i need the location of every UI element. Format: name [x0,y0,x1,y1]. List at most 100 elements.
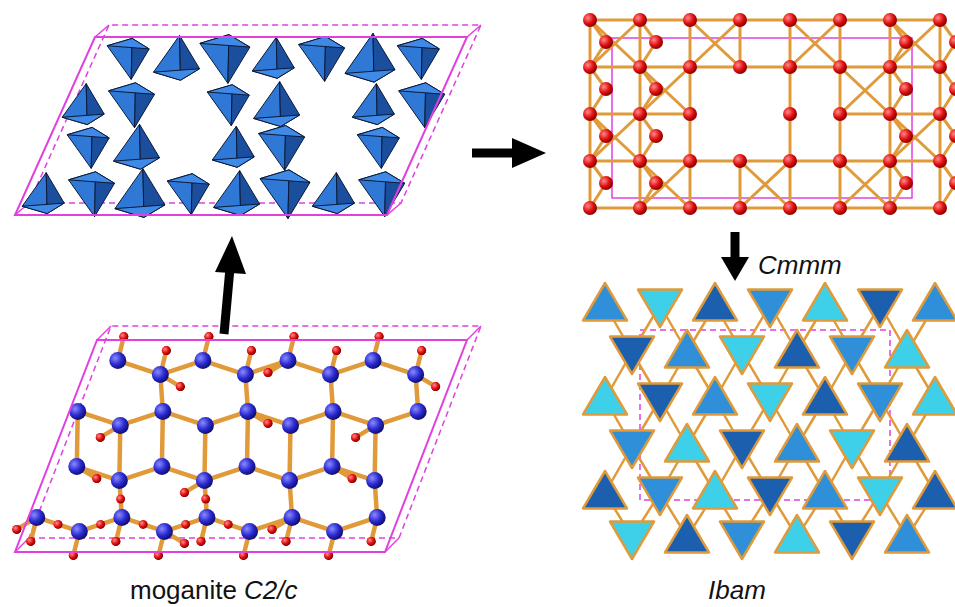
bond-stick [589,67,592,114]
bond-stick [590,66,640,69]
oxygen-atom [92,474,101,483]
oxygen-atom [949,82,955,96]
bond-stick [739,20,742,67]
oxygen-atom [633,60,647,74]
silicon-atom [194,352,211,369]
si-tetrahedron [214,171,260,216]
bond-stick [890,160,940,163]
oxygen-atom [180,488,189,497]
oxygen-atom [282,537,291,546]
si-tetrahedron [62,84,104,125]
si-tetrahedron [748,290,792,327]
si-tetrahedron [665,330,709,367]
tetrahedra-model [15,25,481,219]
si-tetrahedron [345,33,395,82]
bond-stick [640,66,690,69]
bond-stick [689,67,692,114]
oxygen-atom [883,154,897,168]
bond-stick [689,161,692,208]
space-group-label: Ibam [708,575,766,605]
oxygen-atom [417,346,426,355]
tetrahedron-face [299,37,345,49]
si-tetrahedron [775,515,819,552]
bond-stick [640,67,690,114]
bond-stick [790,20,840,67]
bond-stick [890,113,940,116]
si-tetrahedron [913,377,955,414]
si-tetrahedron [200,35,250,84]
oxygen-atom [26,537,35,546]
silicon-atom [239,403,256,420]
tetrahedron-face [260,170,310,183]
si-tetrahedron [638,384,682,421]
oxygen-atom [176,382,185,391]
si-tetrahedron [22,173,64,214]
silicon-atom [365,352,382,369]
silicon-atom [154,403,171,420]
silicon-atom [196,472,213,489]
oxygen-atom [268,525,277,534]
oxygen-atom [949,176,955,190]
unit-cell-edge [95,25,109,37]
oxygen-atom [348,474,357,483]
si-tetrahedron [583,377,627,414]
si-tetrahedron [775,424,819,461]
silicon-atom [237,366,254,383]
si-tetrahedron [583,283,627,320]
tetrahedron-face [352,114,394,125]
oxygen-atom [833,13,847,27]
silicon-atom [326,523,343,540]
structure-name: moganite [130,575,237,605]
si-tetrahedron [399,83,445,128]
bond-stick [839,67,842,114]
bond-stick [640,19,690,22]
si-tetrahedron [858,290,902,327]
unit-cell [640,330,890,500]
bond-stick [590,20,640,67]
bond-stick [590,160,640,163]
silicon-atom [197,417,214,434]
oxygen-atom [949,35,955,49]
oxygen-atom [196,537,205,546]
si-tetrahedron [803,471,847,508]
bond-stick [890,114,940,161]
oxygen-atom [899,176,913,190]
oxygen-atom [12,525,21,534]
bond-stick [639,20,642,67]
si-tetrahedron [67,127,109,168]
bond-stick [590,114,640,161]
oxygen-atom [683,201,697,215]
bond-stick [590,207,640,210]
space-group-label: Cmmm [758,250,842,280]
tetrahedron-face [114,158,160,170]
arrow-shaft [224,268,230,334]
silicon-atom [241,523,258,540]
si-tetrahedron [154,35,200,80]
tetrahedron-face [67,127,109,138]
si-tetrahedron [665,515,709,552]
oxygen-atom [833,154,847,168]
oxygen-atom [180,539,189,548]
oxygen-atom [949,129,955,143]
si-tetrahedron [720,431,764,468]
oxygen-atom [247,346,256,355]
bond-stick [689,114,692,161]
oxygen-atom [583,107,597,121]
bond-stick [840,161,890,208]
bond-stick [790,66,840,69]
bond-stick [740,160,790,163]
unit-cell [612,38,912,198]
oxygen-atom [633,107,647,121]
oxygen-sublattice-model [583,13,955,215]
bond-stick [840,19,890,22]
bond-stick [889,114,892,161]
oxygen-atom [733,13,747,27]
arrow-shaft [731,232,740,260]
oxygen-atom [111,537,120,546]
tetrahedron-face [69,172,115,184]
bond-stick [939,114,942,161]
oxygen-atom [583,60,597,74]
bond-stick [590,113,640,116]
bond-stick [840,67,890,114]
